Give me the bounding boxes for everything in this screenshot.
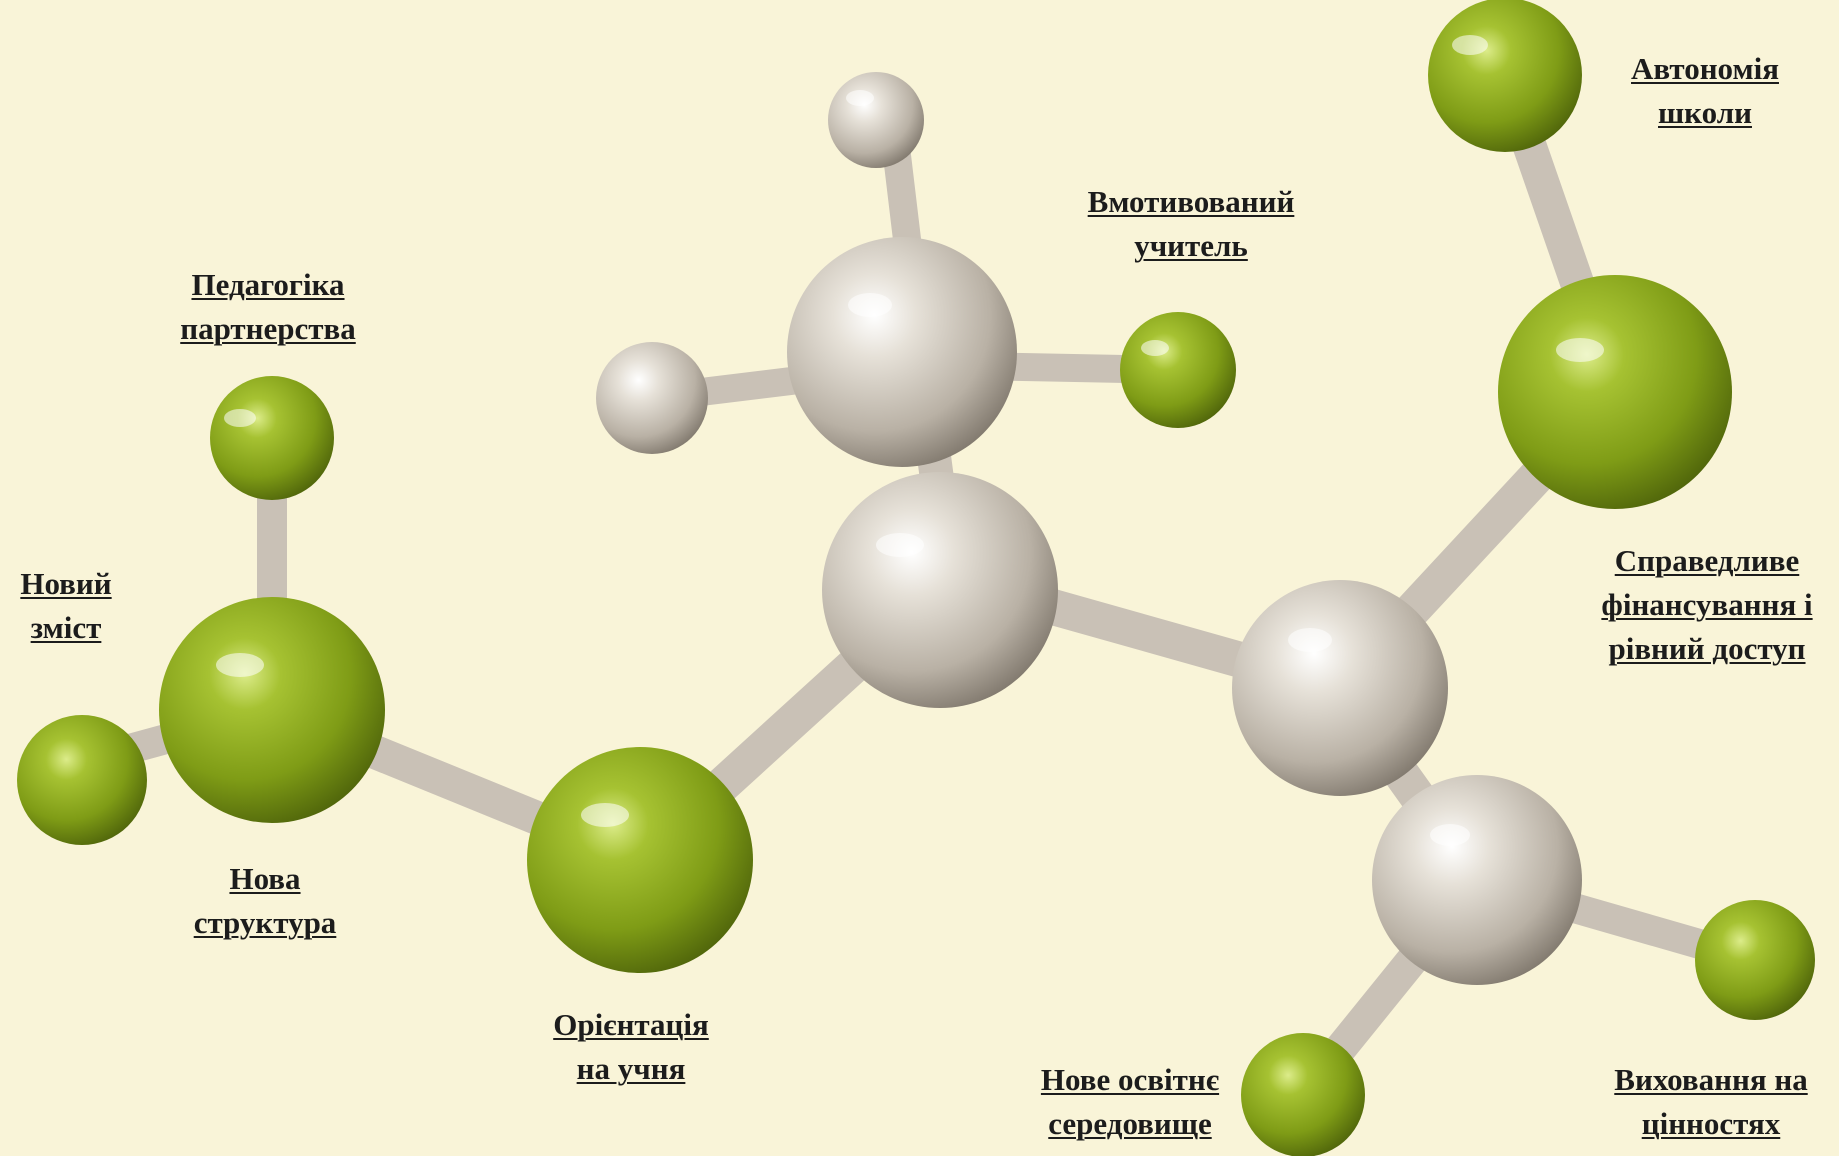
label-new-environment: Нове освітнє середовище: [1040, 1062, 1220, 1141]
label-fair-funding: Справедливе фінансування і рівний доступ: [1601, 543, 1813, 666]
atom-structure-green: [159, 597, 385, 823]
atom-left-silver: [596, 342, 708, 454]
highlight: [1430, 824, 1470, 846]
highlight: [224, 409, 256, 427]
highlight: [216, 653, 264, 677]
atom-upper-silver: [787, 237, 1017, 467]
atom-environment-green: [1241, 1033, 1365, 1156]
highlight: [846, 90, 874, 106]
highlight: [1452, 35, 1488, 55]
label-pedagogy: Педагогіка партнерства: [180, 267, 356, 346]
label-motivated-teacher: Вмотивований учитель: [1087, 184, 1295, 263]
atom-autonomy-green: [1428, 0, 1582, 152]
highlight: [1141, 340, 1169, 356]
highlight: [848, 293, 892, 317]
label-values-education: Виховання на цінностях: [1614, 1062, 1808, 1141]
label-school-autonomy: Автономія школи: [1631, 51, 1779, 130]
atom-teacher-green: [1120, 312, 1236, 428]
atom-student-green: [527, 747, 753, 973]
atom-right-silver: [1232, 580, 1448, 796]
atom-lower-right-silver: [1372, 775, 1582, 985]
highlight: [876, 533, 924, 557]
highlight: [1288, 628, 1332, 652]
atom-funding-green: [1498, 275, 1732, 509]
atom-values-green: [1695, 900, 1815, 1020]
atoms-group: [17, 0, 1815, 1156]
label-student-orientation: Орієнтація на учня: [553, 1007, 709, 1086]
label-new-structure: Нова структура: [193, 861, 337, 940]
atom-center-silver: [822, 472, 1058, 708]
atom-content-green: [17, 715, 147, 845]
atom-top-silver: [828, 72, 924, 168]
highlight: [1556, 338, 1604, 362]
label-new-content: Новий зміст: [20, 566, 112, 645]
highlights-group: [216, 35, 1604, 846]
atom-pedagogy-green: [210, 376, 334, 500]
highlight: [581, 803, 629, 827]
